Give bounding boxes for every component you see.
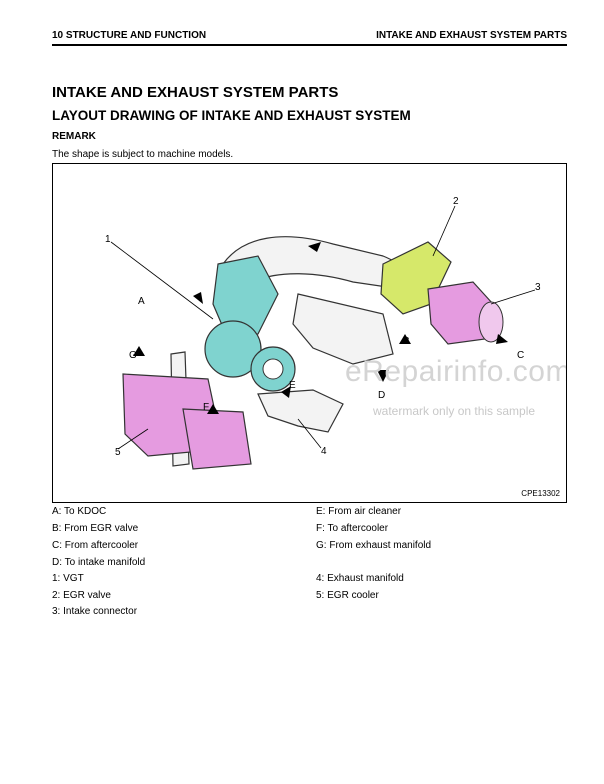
leader-5: [117, 428, 149, 450]
callout-2: 2: [453, 196, 459, 207]
egr-cooler-rear: [182, 408, 252, 470]
flow-f: F: [203, 402, 210, 413]
watermark-note: watermark only on this sample: [373, 404, 536, 418]
exhaust-outlet: [257, 389, 344, 433]
watermark: eRepairinfo.com: [345, 355, 567, 388]
arrow-g: [133, 346, 145, 356]
arrow-intake: [308, 242, 321, 252]
flow-a: A: [138, 296, 145, 307]
callout-5: 5: [115, 447, 121, 458]
header-section: 10 STRUCTURE AND FUNCTION: [52, 30, 207, 41]
flow-b: B: [403, 336, 410, 347]
legend-item: E: From air cleaner: [316, 506, 402, 517]
exhaust-manifold: [292, 293, 394, 365]
arrow-a: [193, 292, 203, 304]
legend-item: A: To KDOC: [52, 506, 107, 517]
legend-item: F: To aftercooler: [316, 523, 389, 534]
flow-d: D: [378, 390, 386, 401]
legend-item: B: From EGR valve: [52, 523, 139, 534]
callout-1: 1: [105, 234, 111, 245]
flow-g: G: [129, 350, 137, 361]
arrow-d: [377, 370, 389, 382]
legend-item: 5: EGR cooler: [316, 590, 379, 601]
vgt-inlet-bore: [262, 358, 284, 380]
legend-item: 1: VGT: [52, 573, 84, 584]
callout-3: 3: [535, 282, 541, 293]
layout-drawing: 1 2 3 4 5 A B C D E F G eRepairinfo.com …: [52, 163, 567, 503]
leader-2: [432, 205, 456, 257]
arrow-f: [207, 404, 219, 414]
leader-3: [490, 289, 536, 305]
legend-item: C: From aftercooler: [52, 540, 139, 551]
leader-4: [297, 418, 322, 449]
figure-code: CPE13302: [521, 489, 560, 498]
section-subtitle: LAYOUT DRAWING OF INTAKE AND EXHAUST SYS…: [52, 108, 411, 123]
flow-e: E: [289, 380, 296, 391]
leader-1: [110, 241, 214, 320]
page-title: INTAKE AND EXHAUST SYSTEM PARTS: [52, 84, 339, 101]
arrow-e: [281, 386, 291, 398]
arrow-b: [399, 334, 411, 344]
vgt-turbine: [204, 320, 262, 378]
callout-4: 4: [321, 446, 327, 457]
vgt-upper: [212, 255, 279, 340]
header-topic: INTAKE AND EXHAUST SYSTEM PARTS: [376, 30, 567, 41]
remark-heading: REMARK: [52, 131, 96, 142]
legend-item: 3: Intake connector: [52, 606, 138, 617]
page-header: 10 STRUCTURE AND FUNCTION INTAKE AND EXH…: [52, 28, 567, 46]
intake-connector-flange: [478, 301, 504, 343]
flow-c: C: [517, 350, 525, 361]
legend-item: D: To intake manifold: [52, 557, 146, 568]
legend-item: 4: Exhaust manifold: [316, 573, 404, 584]
legend-item: G: From exhaust manifold: [316, 540, 432, 551]
arrow-c: [496, 334, 508, 344]
engine-drawing: [110, 205, 536, 470]
remark-text: The shape is subject to machine models.: [52, 149, 234, 160]
legend-item: 2: EGR valve: [52, 590, 111, 601]
